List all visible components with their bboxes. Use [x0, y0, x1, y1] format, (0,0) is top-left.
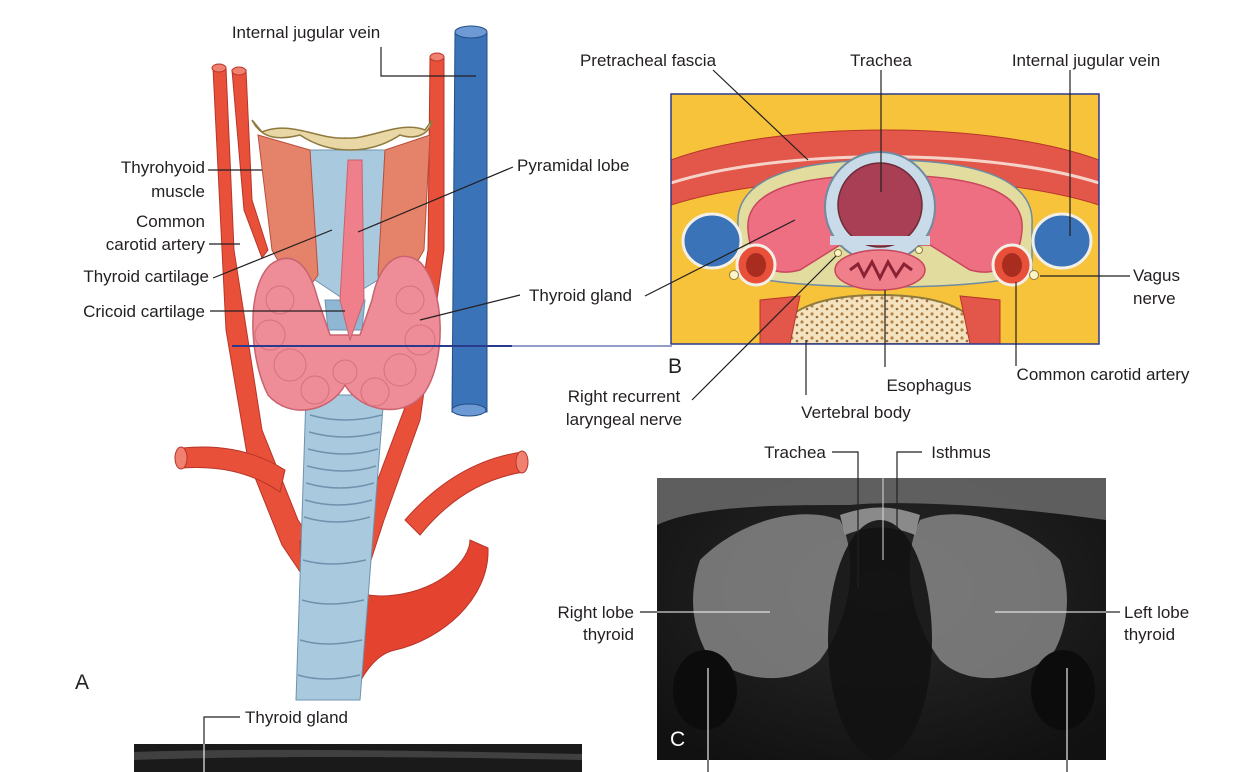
artery-stump-top-left — [211, 63, 227, 73]
panel-d-ultrasound: Thyroid gland — [134, 708, 582, 772]
panel-label-c: C — [670, 728, 685, 751]
us-right-lobe — [693, 514, 851, 679]
label-thyrohyoid-line2: muscle — [151, 182, 205, 201]
right-vagus-nerve — [729, 270, 739, 280]
panel-a-illustration — [174, 25, 672, 701]
label-esophagus: Esophagus — [886, 376, 971, 395]
panel-label-b: B — [668, 355, 682, 378]
leader-thyroid-gland-d — [203, 716, 240, 744]
left-subclavian-artery — [404, 451, 525, 536]
internal-jugular-vein-a — [451, 31, 488, 413]
us-tracheal-shadow — [828, 520, 932, 760]
label-thyrohyoid-line1: Thyrohyoid — [121, 158, 205, 177]
us-left-vessel — [1031, 650, 1095, 730]
panel-a-labels: Internal jugular vein Thyrohyoid muscle … — [75, 23, 632, 694]
right-internal-jugular-section — [681, 212, 743, 270]
artery-stump-top-right — [429, 52, 445, 62]
label-vertebral-body: Vertebral body — [801, 403, 911, 422]
esophagus-lumen — [849, 258, 913, 282]
tracheal-rings — [297, 414, 383, 680]
label-pyramidal-lobe: Pyramidal lobe — [517, 156, 629, 175]
label-isthmus: Isthmus — [931, 443, 991, 462]
vein-bottom — [451, 403, 487, 417]
panel-c-ultrasound — [657, 478, 1106, 760]
panel-a-leaders — [208, 47, 521, 321]
left-vagus-nerve — [1029, 270, 1039, 280]
us-right-vessel — [673, 650, 737, 730]
label-left-lobe-line1: Left lobe — [1124, 603, 1189, 622]
trachea-lumen — [837, 162, 923, 248]
label-thyroid-gland-d: Thyroid gland — [245, 708, 348, 727]
left-internal-jugular-section — [1031, 212, 1093, 270]
label-right-lobe-line1: Right lobe — [557, 603, 634, 622]
left-subclavian-stump — [515, 450, 529, 474]
vein-top — [454, 25, 488, 39]
label-vagus-line1: Vagus — [1133, 266, 1180, 285]
panel-c-labels: Trachea Isthmus Right lobe thyroid Left … — [557, 443, 1189, 751]
panel-b-leaders — [644, 69, 1130, 401]
panel-c-leaders — [640, 451, 1120, 772]
hyoid-bone — [251, 119, 433, 151]
trachea-posterior-wall — [830, 236, 930, 245]
right-subclavian-stump — [174, 446, 188, 470]
label-recurrent-line2: laryngeal nerve — [566, 410, 682, 429]
label-right-lobe-line2: thyroid — [583, 625, 634, 644]
label-internal-jugular-vein-b: Internal jugular vein — [1012, 51, 1160, 70]
label-recurrent-line1: Right recurrent — [568, 387, 681, 406]
label-left-lobe-line2: thyroid — [1124, 625, 1175, 644]
label-common-carotid-line2: carotid artery — [106, 235, 206, 254]
panel-b-illustration — [670, 93, 1100, 345]
pyramidal-lobe-shape — [339, 159, 365, 342]
panel-label-a: A — [75, 671, 89, 694]
prevertebral-muscle — [759, 295, 1001, 344]
right-carotid-lumen — [746, 253, 766, 277]
label-pretracheal-fascia: Pretracheal fascia — [580, 51, 717, 70]
thyroid-gland-a — [252, 255, 441, 411]
us-superficial-band — [657, 478, 1106, 525]
label-cricoid-cartilage: Cricoid cartilage — [83, 302, 205, 321]
label-common-carotid-line1: Common — [136, 212, 205, 231]
esophagus-section — [834, 249, 926, 291]
label-internal-jugular-vein-a: Internal jugular vein — [232, 23, 380, 42]
label-vagus-line2: nerve — [1133, 289, 1176, 308]
label-trachea-b: Trachea — [850, 51, 912, 70]
thyroid-lobules — [254, 285, 436, 407]
left-recurrent-nerve — [915, 246, 923, 254]
us-d-speckle — [134, 749, 582, 760]
artery-stump-top-left-2 — [231, 66, 247, 76]
label-thyroid-cartilage: Thyroid cartilage — [83, 267, 209, 286]
us-left-lobe — [909, 514, 1067, 679]
label-common-carotid-artery-b: Common carotid artery — [1017, 365, 1190, 384]
label-trachea-c: Trachea — [764, 443, 826, 462]
left-carotid-lumen — [1002, 253, 1022, 277]
label-thyroid-gland-a: Thyroid gland — [529, 286, 632, 305]
right-recurrent-nerve — [834, 249, 842, 257]
panel-b-labels: Pretracheal fascia Trachea Internal jugu… — [566, 51, 1190, 429]
